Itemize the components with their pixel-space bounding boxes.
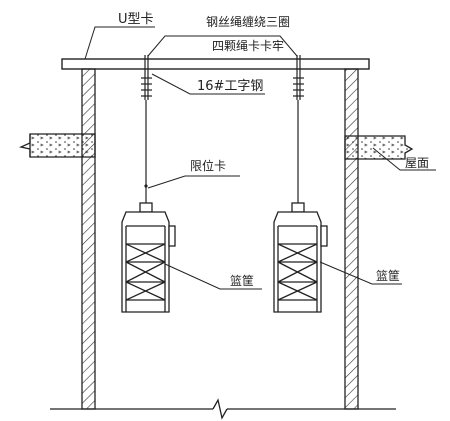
right-roof-slab	[344, 135, 414, 160]
limit-clamp-marker	[144, 184, 148, 188]
wire-rope-bottom-label: 四颗绳卡卡牢	[212, 38, 284, 53]
leader-lines	[84, 26, 436, 290]
right-wall	[344, 68, 359, 410]
left-basket	[121, 202, 176, 313]
left-basket-label: 篮筐	[230, 273, 254, 288]
top-beam-plate	[61, 58, 370, 70]
limit-clamp-label: 限位卡	[190, 158, 226, 173]
roof-label: 屋面	[405, 156, 429, 170]
ground-line	[50, 398, 396, 420]
i-beam-label: 16#工字钢	[197, 79, 263, 94]
left-suspension-rope	[141, 55, 152, 210]
right-suspension-rope	[293, 55, 304, 210]
wire-rope-top-label: 钢丝绳缠绕三圈	[206, 14, 290, 29]
left-wall	[81, 68, 96, 410]
right-basket	[273, 202, 328, 313]
u-clamp-label: U型卡	[118, 12, 154, 27]
right-basket-label: 篮筐	[376, 268, 400, 283]
left-roof-slab	[18, 133, 96, 158]
